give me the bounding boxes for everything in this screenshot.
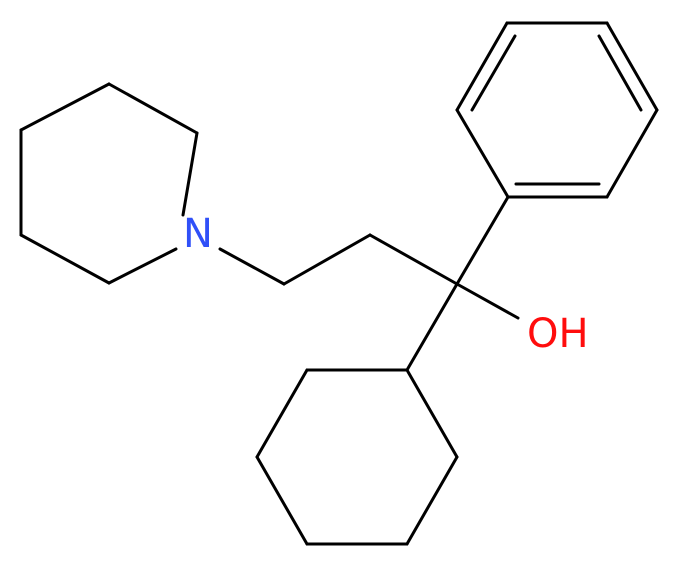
- propyl-chain: [218, 233, 459, 286]
- bond: [19, 82, 111, 132]
- bond: [455, 108, 510, 199]
- phenyl-ring: [455, 21, 659, 199]
- aromatic-inner-bond: [597, 34, 643, 112]
- piperidine-ring: [19, 82, 199, 285]
- bond: [405, 368, 459, 459]
- bond: [107, 82, 199, 135]
- bond: [19, 233, 111, 285]
- aromatic-inner-bond: [470, 34, 517, 112]
- bond: [255, 368, 309, 459]
- bond: [181, 131, 199, 217]
- cyclohexyl-ring: [255, 368, 459, 546]
- bond: [107, 247, 178, 285]
- bond: [455, 21, 509, 112]
- bond: [605, 21, 659, 112]
- bond: [255, 455, 309, 546]
- bond: [282, 233, 372, 286]
- hydroxyl-label: OH: [527, 311, 589, 357]
- bond: [455, 195, 510, 286]
- nitrogen-label: N: [183, 211, 213, 257]
- bond: [368, 233, 459, 286]
- bond: [405, 455, 459, 546]
- bond: [605, 108, 659, 199]
- bond: [455, 282, 520, 320]
- carbinol-bonds: [405, 195, 520, 372]
- bond: [218, 247, 286, 286]
- bond: [405, 282, 459, 372]
